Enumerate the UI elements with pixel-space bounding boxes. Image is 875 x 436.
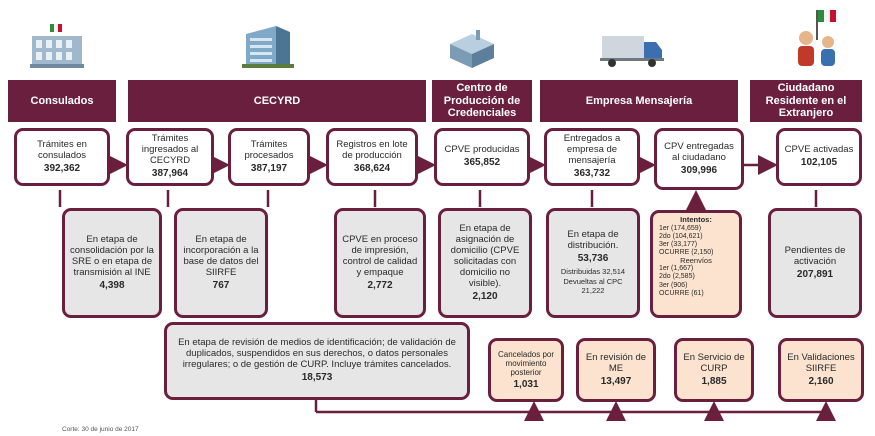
revision-medios-value: 18,573 <box>301 372 333 384</box>
government-building-icon <box>30 24 84 68</box>
cancelados-label: Cancelados por movimiento posterior <box>497 349 555 378</box>
consolidacion-label: En etapa de consolidación por la SRE o e… <box>70 233 154 278</box>
reenvio-line: OCURRE (61) <box>659 289 704 297</box>
proceso-impresion-value: 2,772 <box>367 279 393 291</box>
asignacion-label: En etapa de asignación de domicilio (CPV… <box>450 222 520 289</box>
revision-me-value: 13,497 <box>600 375 632 387</box>
box-cancelados: Cancelados por movimiento posterior 1,03… <box>488 338 564 402</box>
proceso-impresion-label: CPVE en proceso de impresión, control de… <box>342 233 418 278</box>
validaciones-value: 2,160 <box>808 375 834 387</box>
box-revision-medios: En etapa de revisión de medios de identi… <box>164 322 470 400</box>
family-flag-icon <box>798 10 836 66</box>
distribucion-distribuidas: Distribuidas 32,514 <box>560 266 626 276</box>
consolidacion-value: 4,398 <box>99 279 125 291</box>
box-revision-me: En revisión de ME 13,497 <box>576 338 656 402</box>
box-pendientes: Pendientes de activación 207,891 <box>768 208 862 318</box>
entregados-empresa-value: 363,732 <box>573 168 611 180</box>
tramites-ingresados-label: Trámites ingresados al CECYRD <box>141 133 199 167</box>
box-intentos: Intentos: 1er (174,659) 2do (104,621) 3e… <box>650 210 742 318</box>
registros-lote-value: 368,624 <box>353 162 391 174</box>
cpve-activadas-label: CPVE activadas <box>784 144 854 156</box>
header-ciudadano: Ciudadano Residente en el Extranjero <box>750 80 862 122</box>
pendientes-value: 207,891 <box>796 268 834 280</box>
box-tramites-procesados: Trámites procesados 387,197 <box>228 128 310 186</box>
cpve-activadas-value: 102,105 <box>800 157 838 169</box>
incorporacion-label: En etapa de incorporación a la base de d… <box>183 233 259 278</box>
box-registros-lote: Registros en lote de producción 368,624 <box>326 128 418 186</box>
tramites-procesados-value: 387,197 <box>250 162 288 174</box>
box-servicio-curp: En Servicio de CURP 1,885 <box>674 338 754 402</box>
tramites-consulados-value: 392,362 <box>43 162 81 174</box>
intento-line: 1er (174,659) <box>659 224 702 232</box>
box-entregados-empresa: Entregados a empresa de mensajería 363,7… <box>544 128 640 186</box>
reenvio-line: 3er (906) <box>659 281 688 289</box>
cpve-producidas-label: CPVE producidas <box>444 144 520 156</box>
asignacion-value: 2,120 <box>472 290 498 302</box>
servicio-curp-label: En Servicio de CURP <box>683 351 745 374</box>
pendientes-label: Pendientes de activación <box>784 244 846 267</box>
box-consolidacion: En etapa de consolidación por la SRE o e… <box>62 208 162 318</box>
office-building-icon <box>242 26 294 68</box>
box-distribucion: En etapa de distribución. 53,736 Distrib… <box>546 208 640 318</box>
header-cecyrd: CECYRD <box>128 80 426 122</box>
box-cpve-producidas: CPVE producidas 365,852 <box>434 128 530 186</box>
tramites-consulados-label: Trámites en consulados <box>37 138 87 161</box>
tramites-procesados-label: Trámites procesados <box>244 138 294 161</box>
validaciones-label: En Validaciones SIIRFE <box>787 351 855 374</box>
footer-corte: Corte: 30 de junio de 2017 <box>62 426 139 433</box>
box-validaciones: En Validaciones SIIRFE 2,160 <box>778 338 864 402</box>
reenvio-line: 1er (1,667) <box>659 265 694 273</box>
header-empresa-mensajeria: Empresa Mensajería <box>540 80 738 122</box>
distribucion-devueltas: Devueltas al CPC 21,222 <box>563 277 623 295</box>
box-cpve-activadas: CPVE activadas 102,105 <box>776 128 862 186</box>
cancelados-value: 1,031 <box>513 378 539 390</box>
header-consulados: Consulados <box>8 80 116 122</box>
distribucion-label: En etapa de distribución. <box>567 229 619 252</box>
box-proceso-impresion: CPVE en proceso de impresión, control de… <box>334 208 426 318</box>
cpv-entregadas-value: 309,996 <box>680 164 718 176</box>
reenvio-line: 2do (2,585) <box>659 273 695 281</box>
factory-icon <box>450 30 494 68</box>
intentos-title: Intentos: <box>680 215 712 224</box>
box-tramites-consulados: Trámites en consulados 392,362 <box>14 128 110 186</box>
delivery-truck-icon <box>600 36 664 67</box>
servicio-curp-value: 1,885 <box>701 375 727 387</box>
box-incorporacion: En etapa de incorporación a la base de d… <box>174 208 268 318</box>
box-cpv-entregadas: CPV entregadas al ciudadano 309,996 <box>654 128 744 190</box>
reenvios-title: Reenvíos <box>680 255 712 265</box>
intento-line: 3er (33,177) <box>659 240 698 248</box>
cpve-producidas-value: 365,852 <box>463 157 501 169</box>
tramites-ingresados-value: 387,964 <box>151 168 189 180</box>
intento-line: 2do (104,621) <box>659 232 703 240</box>
box-tramites-ingresados: Trámites ingresados al CECYRD 387,964 <box>126 128 214 186</box>
box-asignacion: En etapa de asignación de domicilio (CPV… <box>438 208 532 318</box>
entregados-empresa-label: Entregados a empresa de mensajería <box>563 133 621 167</box>
intento-line: OCURRE (2,150) <box>659 248 714 256</box>
registros-lote-label: Registros en lote de producción <box>336 138 408 161</box>
revision-medios-label: En etapa de revisión de medios de identi… <box>178 337 456 371</box>
incorporacion-value: 767 <box>212 279 230 291</box>
revision-me-label: En revisión de ME <box>585 351 647 374</box>
header-centro-produccion: Centro de Producción de Credenciales <box>432 80 532 122</box>
distribucion-value: 53,736 <box>577 253 609 265</box>
cpv-entregadas-label: CPV entregadas al ciudadano <box>664 140 734 163</box>
